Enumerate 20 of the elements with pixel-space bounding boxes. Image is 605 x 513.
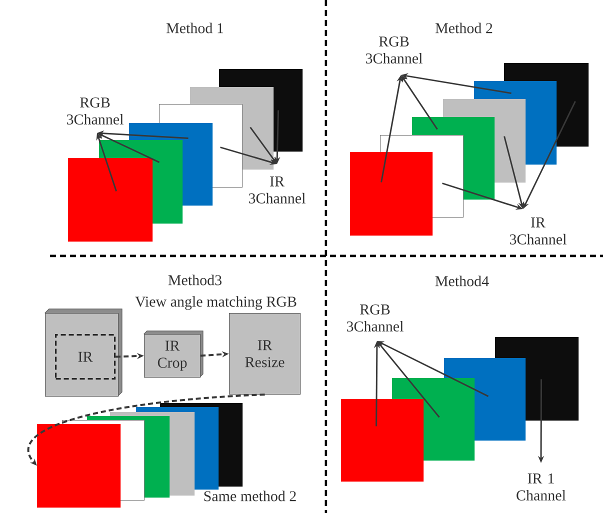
heading: Method 2 [435,22,492,34]
heading: Same method 2 [204,490,296,502]
crop-region: IR [55,334,116,380]
process-box: IR Resize [229,313,301,395]
heading: Method 1 [166,22,224,34]
channel-square [350,152,433,236]
channel-square [341,398,424,482]
heading: View angle matching RGB [135,296,296,310]
heading: Method4 [435,276,489,286]
channel-label: RGB 3Channel [66,97,124,125]
channel-label: IR 3Channel [248,176,306,204]
image-box [44,308,122,397]
channel-label: RGB 3Channel [366,36,422,64]
channel-square [37,424,121,508]
channel-label: IR 1 Channel [516,473,566,500]
heading: Method3 [168,274,222,286]
channel-square [68,158,153,242]
channel-label: RGB 3Channel [346,304,404,332]
channel-label: IR 3Channel [510,218,566,244]
process-box: IR Crop [144,330,204,378]
